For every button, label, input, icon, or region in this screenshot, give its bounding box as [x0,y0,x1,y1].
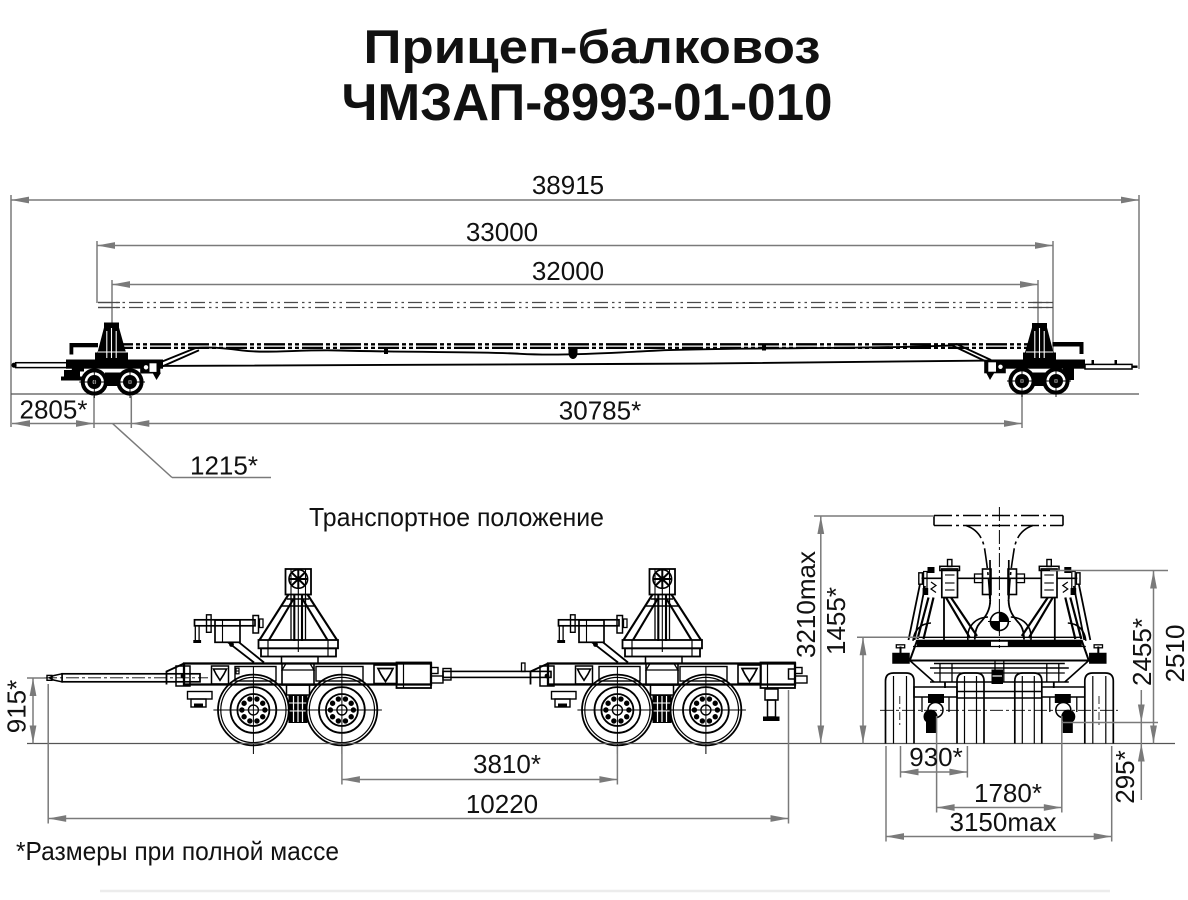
svg-text:1780*: 1780* [974,778,1042,808]
svg-text:1215*: 1215* [190,451,258,481]
svg-text:Прицеп-балковоз: Прицеп-балковоз [364,20,821,73]
svg-text:*Размеры при полной массе: *Размеры при полной массе [16,836,339,866]
svg-text:38915: 38915 [532,170,604,200]
svg-text:2510: 2510 [1160,625,1188,683]
svg-text:915*: 915* [2,680,32,734]
svg-text:3210max: 3210max [791,551,821,658]
svg-text:32000: 32000 [532,256,604,286]
svg-text:3810*: 3810* [473,749,541,779]
svg-text:295*: 295* [1110,750,1140,804]
svg-text:2455*: 2455* [1127,618,1157,686]
svg-text:3150max: 3150max [950,807,1057,837]
svg-text:ЧМЗАП-8993-01-010: ЧМЗАП-8993-01-010 [342,74,833,132]
svg-text:Транспортное положение: Транспортное положение [309,502,604,532]
svg-text:2805*: 2805* [20,395,88,425]
svg-text:10220: 10220 [466,789,538,819]
svg-text:1455*: 1455* [821,587,851,655]
svg-text:930*: 930* [909,742,963,772]
svg-text:33000: 33000 [466,217,538,247]
svg-text:30785*: 30785* [559,396,641,426]
